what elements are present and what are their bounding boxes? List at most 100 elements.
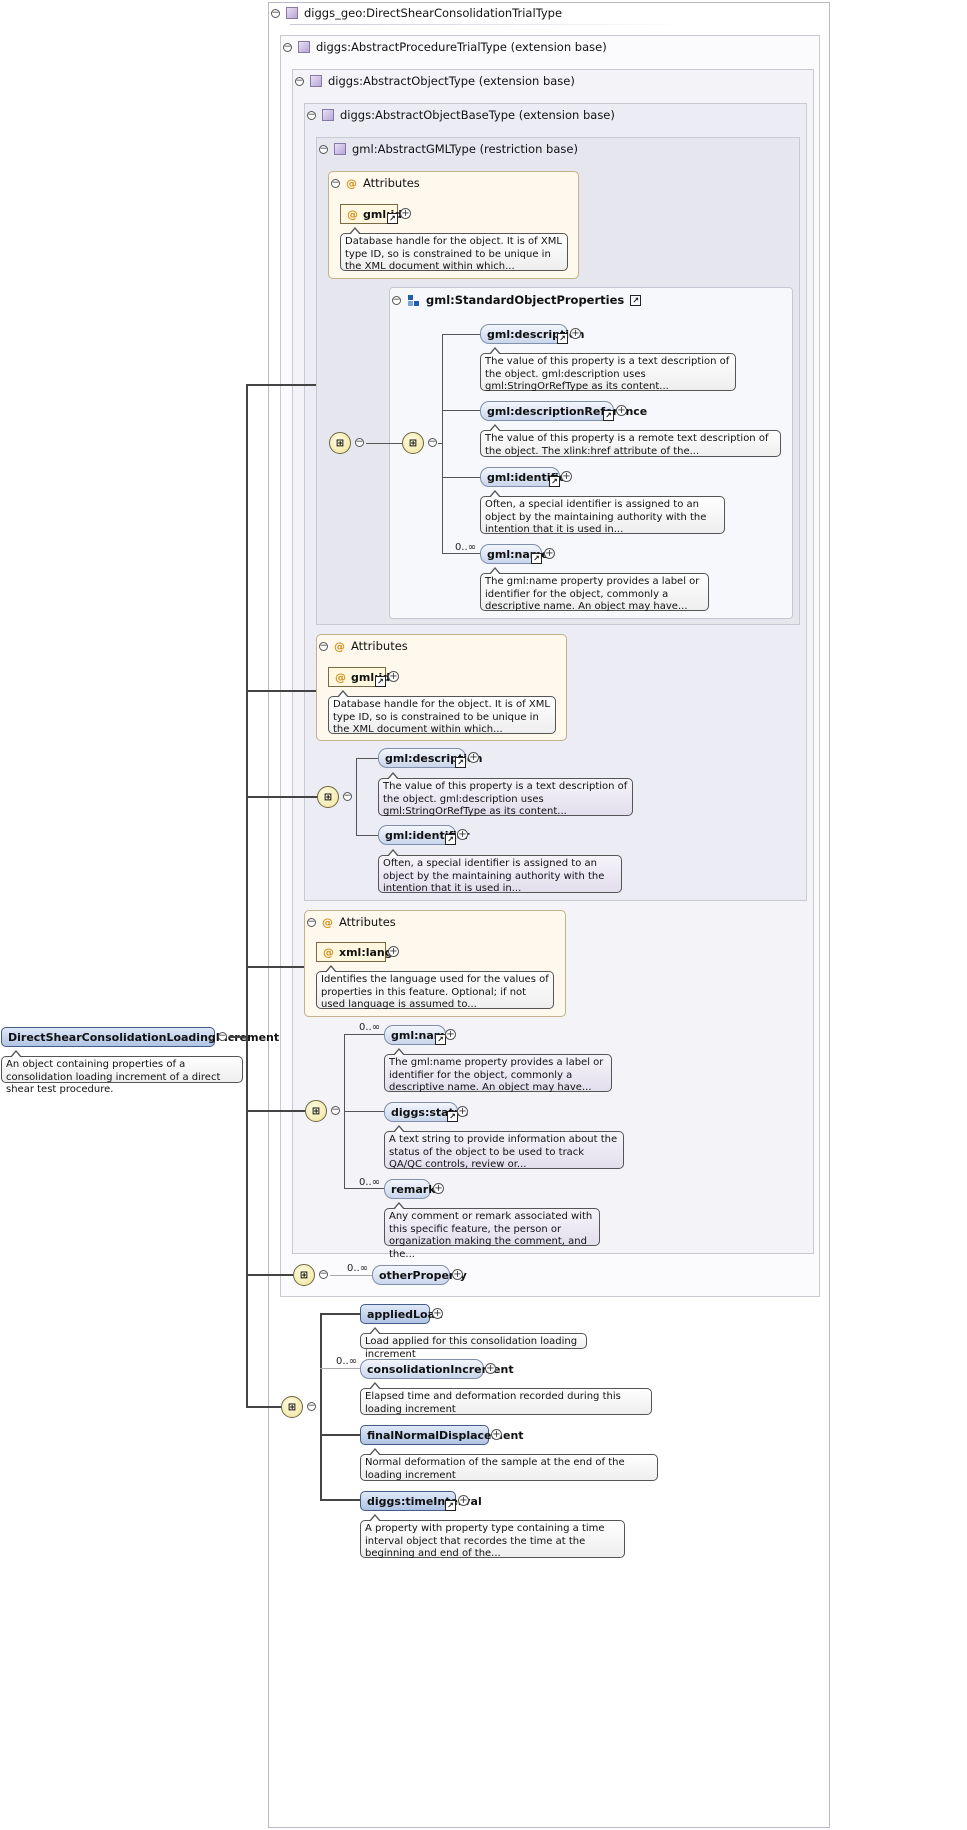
doc-diggs-time-interval: A property with property type containing…: [360, 1514, 625, 1559]
doc-text: The value of this property is a text des…: [383, 781, 628, 817]
attribute-gml-id-2[interactable]: @ gml:id ↗: [328, 667, 390, 687]
expand-icon[interactable]: +: [485, 1363, 496, 1374]
expand-icon[interactable]: +: [388, 946, 399, 957]
connector-line: [356, 758, 357, 835]
collapse-icon[interactable]: −: [307, 109, 316, 120]
attribute-icon: @: [323, 945, 334, 959]
reference-icon[interactable]: ↗: [549, 476, 560, 487]
element-diggs-status[interactable]: diggs:status↗: [384, 1102, 468, 1122]
reference-icon[interactable]: ↗: [387, 213, 398, 224]
collapse-icon[interactable]: −: [331, 1105, 340, 1115]
complex-type-icon: [298, 41, 310, 53]
element-gml-description-reference[interactable]: gml:descriptionReference↗: [480, 401, 647, 421]
attribute-gml-id[interactable]: @ gml:id ↗: [340, 204, 402, 224]
expand-icon[interactable]: +: [452, 1269, 463, 1280]
reference-icon[interactable]: ↗: [455, 757, 466, 768]
expand-icon[interactable]: +: [432, 1308, 443, 1319]
doc-gml-id: Database handle for the object. It is of…: [340, 227, 568, 272]
expand-icon[interactable]: +: [457, 829, 468, 840]
element-gml-name-2[interactable]: gml:name↗: [384, 1025, 453, 1045]
element-applied-load[interactable]: appliedLoad: [360, 1304, 443, 1324]
connector-line: [442, 334, 480, 335]
doc-remark: Any comment or remark associated with th…: [384, 1202, 600, 1260]
sequence-icon: ⊞: [408, 437, 418, 449]
element-final-normal-displacement[interactable]: finalNormalDisplacement: [360, 1425, 524, 1445]
attributes-label: Attributes: [339, 915, 396, 929]
sequence-compositor-object-base[interactable]: ⊞: [317, 786, 339, 808]
sequence-compositor-procedure-trial[interactable]: ⊞: [293, 1264, 315, 1286]
collapse-icon[interactable]: −: [307, 1401, 316, 1411]
expand-icon[interactable]: +: [468, 752, 479, 763]
doc-text: Identifies the language used for the val…: [321, 974, 549, 1010]
connector-line: [320, 1313, 322, 1500]
collapse-icon[interactable]: −: [319, 143, 328, 154]
doc-text: The value of this property is a remote t…: [485, 433, 769, 457]
doc-text: A property with property type containing…: [365, 1523, 605, 1559]
reference-icon[interactable]: ↗: [375, 676, 386, 687]
collapse-icon[interactable]: −: [307, 916, 316, 927]
sequence-icon: ⊞: [287, 1401, 297, 1413]
collapse-icon[interactable]: −: [283, 41, 292, 52]
collapse-icon[interactable]: −: [295, 75, 304, 86]
reference-icon[interactable]: ↗: [445, 1500, 456, 1511]
complex-type-icon: [322, 109, 334, 121]
doc-applied-load: Load applied for this consolidation load…: [360, 1327, 587, 1360]
collapse-icon[interactable]: −: [428, 437, 437, 447]
connector-line: [246, 1406, 281, 1408]
attributes-title: − @ Attributes: [307, 915, 396, 929]
sequence-compositor-direct-shear[interactable]: ⊞: [281, 1396, 303, 1418]
sequence-compositor-gml[interactable]: ⊞: [329, 432, 351, 454]
attribute-xml-lang[interactable]: @ xml:lang: [316, 942, 393, 962]
expand-icon[interactable]: +: [616, 405, 627, 416]
element-gml-description-2[interactable]: gml:description↗: [378, 748, 482, 768]
collapse-icon[interactable]: −: [343, 791, 352, 801]
cardinality-label: 0..∞: [455, 542, 477, 553]
expand-icon[interactable]: +: [570, 328, 581, 339]
expand-icon[interactable]: +: [458, 1495, 469, 1506]
expand-icon[interactable]: +: [388, 671, 399, 682]
element-diggs-time-interval[interactable]: diggs:timeInterval↗: [360, 1491, 482, 1511]
connector-line: [246, 1110, 305, 1112]
doc-text: Any comment or remark associated with th…: [389, 1211, 593, 1260]
doc-text: Load applied for this consolidation load…: [365, 1336, 578, 1360]
expand-icon[interactable]: +: [561, 471, 572, 482]
expand-icon[interactable]: +: [457, 1106, 468, 1117]
expand-icon[interactable]: +: [400, 208, 411, 219]
connector-line: [442, 477, 480, 478]
collapse-icon[interactable]: −: [319, 640, 328, 651]
element-consolidation-increment[interactable]: consolidationIncrement: [360, 1359, 514, 1379]
cardinality-label: 0..∞: [347, 1263, 369, 1274]
sequence-icon: ⊞: [335, 437, 345, 449]
sequence-compositor-standard-props[interactable]: ⊞: [402, 432, 424, 454]
reference-icon[interactable]: ↗: [531, 553, 542, 564]
reference-icon[interactable]: ↗: [603, 410, 614, 421]
reference-icon[interactable]: ↗: [557, 333, 568, 344]
element-other-property[interactable]: otherProperty: [372, 1265, 467, 1285]
element-gml-identifier-1[interactable]: gml:identifier↗: [480, 467, 572, 487]
doc-gml-identifier-2: Often, a special identifier is assigned …: [378, 849, 622, 894]
type-frame-direct-shear-consolidation-trial: [268, 2, 830, 1828]
doc-diggs-status: A text string to provide information abo…: [384, 1125, 624, 1170]
element-gml-description-1[interactable]: gml:description↗: [480, 324, 584, 344]
reference-icon[interactable]: ↗: [630, 294, 642, 306]
element-gml-name-1[interactable]: gml:name↗: [480, 544, 549, 564]
doc-text: Often, a special identifier is assigned …: [383, 858, 605, 894]
expand-icon[interactable]: +: [433, 1183, 444, 1194]
expand-icon[interactable]: +: [491, 1429, 502, 1440]
connector-line: [246, 966, 304, 968]
expand-icon[interactable]: +: [544, 548, 555, 559]
collapse-icon[interactable]: −: [392, 294, 401, 305]
collapse-icon[interactable]: −: [271, 7, 280, 18]
collapse-icon[interactable]: −: [319, 1269, 328, 1279]
reference-icon[interactable]: ↗: [445, 834, 456, 845]
complex-type-icon: [310, 75, 322, 87]
connector-line: [344, 1034, 384, 1035]
root-element-direct-shear-consolidation-loading-increment[interactable]: DirectShearConsolidationLoadingIncrement: [1, 1027, 279, 1047]
expand-icon[interactable]: +: [445, 1029, 456, 1040]
element-gml-identifier-2[interactable]: gml:identifier↗: [378, 825, 470, 845]
element-remark[interactable]: remark: [384, 1179, 436, 1199]
sequence-compositor-object[interactable]: ⊞: [305, 1100, 327, 1122]
collapse-icon[interactable]: −: [331, 177, 340, 188]
collapse-icon[interactable]: −: [218, 1031, 227, 1041]
collapse-icon[interactable]: −: [355, 437, 364, 447]
